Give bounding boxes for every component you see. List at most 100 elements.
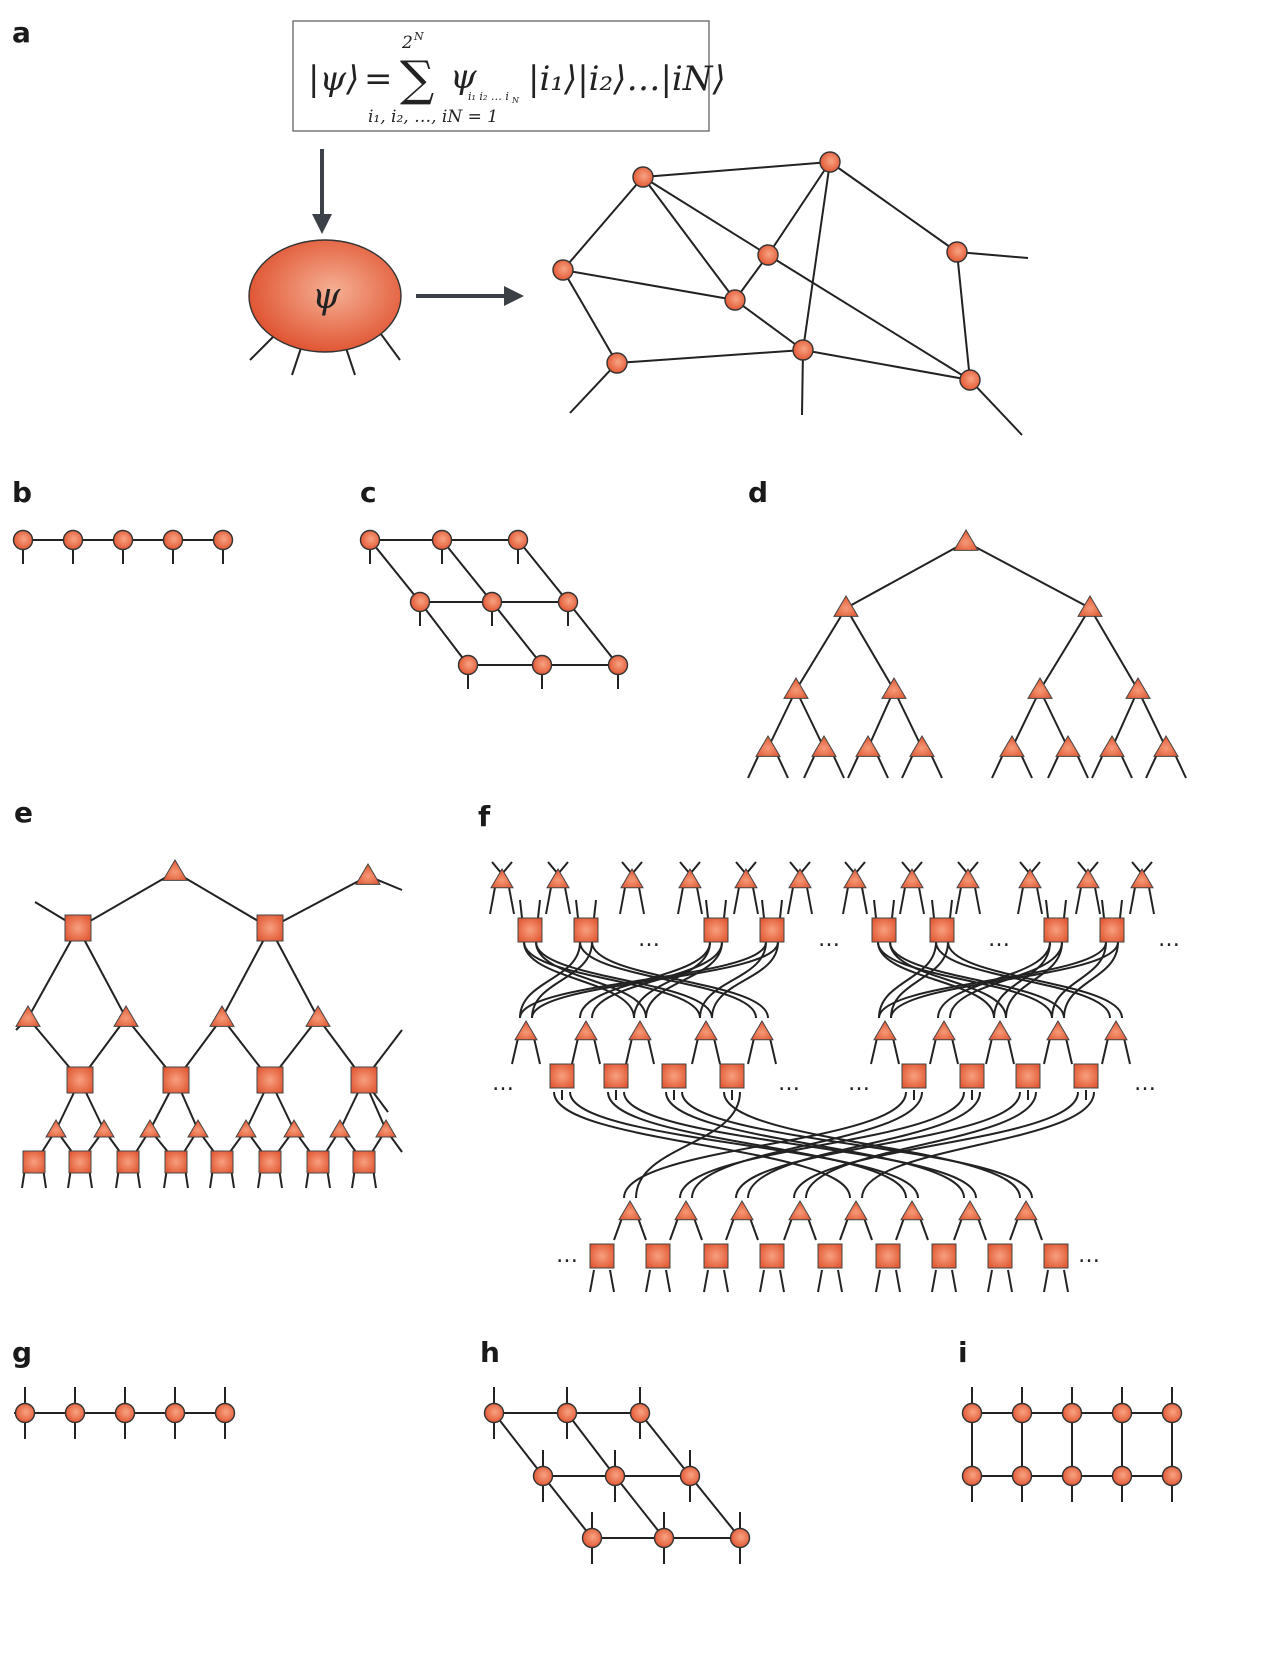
equation-equals: =	[364, 59, 393, 99]
edge	[889, 941, 1007, 1019]
edge	[269, 927, 319, 1019]
isometry-triangle	[235, 1119, 257, 1138]
disentangler-square	[549, 1063, 575, 1089]
edge	[531, 941, 779, 1019]
edge	[566, 1412, 616, 1477]
tensor-node	[507, 529, 529, 551]
ellipsis: …	[1078, 1243, 1100, 1268]
panel-label-g: g	[12, 1336, 32, 1369]
tensor-node	[604, 1465, 626, 1487]
disentangler-square	[1043, 917, 1069, 943]
isometry-triangle	[628, 1020, 652, 1041]
edge	[523, 941, 635, 1019]
isometry-triangle	[1153, 735, 1179, 757]
edge	[542, 1475, 593, 1539]
tensor-node	[532, 1465, 554, 1487]
edge	[1137, 689, 1167, 749]
tensor-node	[557, 591, 579, 613]
edge	[535, 941, 713, 1019]
edge	[1063, 1269, 1069, 1293]
pepo-lattice	[483, 1387, 751, 1564]
mpo-chain	[14, 1387, 236, 1439]
peps-lattice	[359, 529, 629, 689]
isometry-triangle	[900, 868, 924, 889]
tensor-node	[679, 1465, 701, 1487]
isometry-triangle	[958, 1200, 982, 1221]
tensor-node	[1161, 1402, 1183, 1424]
ladder-network	[961, 1387, 1183, 1502]
isometry-triangle	[783, 677, 809, 699]
edge	[703, 1269, 709, 1293]
edge	[893, 689, 923, 749]
edge	[1043, 1037, 1051, 1065]
equation-coefficient: ψ	[450, 57, 477, 97]
isometry-triangle	[620, 868, 644, 889]
disentangler-square	[719, 1063, 745, 1089]
tensor-node	[961, 1402, 983, 1424]
tensor-node	[14, 1402, 36, 1424]
edge	[623, 1091, 907, 1199]
edge	[614, 1475, 665, 1539]
mps-chain	[12, 529, 234, 564]
edge	[575, 899, 579, 919]
edge	[711, 941, 779, 1019]
disentangler-square	[66, 1066, 94, 1094]
disentangler-square	[164, 1150, 188, 1174]
edge	[569, 1091, 919, 1199]
edge	[691, 1091, 923, 1199]
edge	[1119, 899, 1123, 919]
panel-label-e: e	[14, 796, 33, 829]
disentangler-square	[258, 1150, 282, 1174]
disentangler-square	[64, 914, 92, 942]
tensor-node	[214, 1402, 236, 1424]
tensor-node	[481, 591, 503, 613]
isometry-triangle	[694, 1020, 718, 1041]
disentangler-square	[871, 917, 897, 943]
edge	[779, 1269, 785, 1293]
equation-coefficient-last-index: N	[511, 96, 520, 105]
tensor-node	[62, 529, 84, 551]
isometry-triangle	[881, 677, 907, 699]
equation-coefficient-indices: i₁ i₂ … i	[468, 90, 509, 103]
disentangler-square	[987, 1243, 1013, 1269]
tensor-node	[112, 529, 134, 551]
edge	[593, 1037, 601, 1065]
edge	[1051, 941, 1107, 1019]
edge	[867, 689, 895, 749]
tensor-node	[556, 1402, 578, 1424]
edge	[553, 1091, 851, 1199]
disentangler-square	[901, 1063, 927, 1089]
edge	[845, 607, 895, 691]
edge	[931, 899, 935, 919]
edge	[891, 899, 895, 919]
ellipsis: …	[556, 1243, 578, 1268]
edge	[805, 1091, 1037, 1199]
disentangler-square	[703, 917, 729, 943]
edge	[533, 1037, 541, 1065]
edge	[1089, 607, 1139, 691]
edge	[519, 941, 767, 1019]
edge	[519, 941, 581, 1019]
disentangler-square	[1043, 1243, 1069, 1269]
tensor-node	[1061, 1465, 1083, 1487]
edge	[647, 1037, 655, 1065]
edge	[221, 927, 271, 1019]
isometry-triangle	[375, 1119, 397, 1138]
edge	[77, 927, 127, 1019]
edge	[639, 1412, 691, 1477]
edge	[369, 539, 421, 603]
edge	[807, 1217, 817, 1241]
edge	[839, 1217, 849, 1241]
edge	[951, 1269, 957, 1293]
disentangler-square	[306, 1150, 330, 1174]
tensor-node	[483, 1402, 505, 1424]
edge	[870, 1037, 878, 1065]
isometry-triangle	[93, 1119, 115, 1138]
panel-label-i: i	[958, 1336, 968, 1369]
edge	[589, 1269, 595, 1293]
edge	[535, 941, 647, 1019]
edge	[1007, 1037, 1015, 1065]
edge	[949, 899, 953, 919]
tensor-node	[531, 654, 553, 676]
edge	[861, 1091, 1095, 1199]
